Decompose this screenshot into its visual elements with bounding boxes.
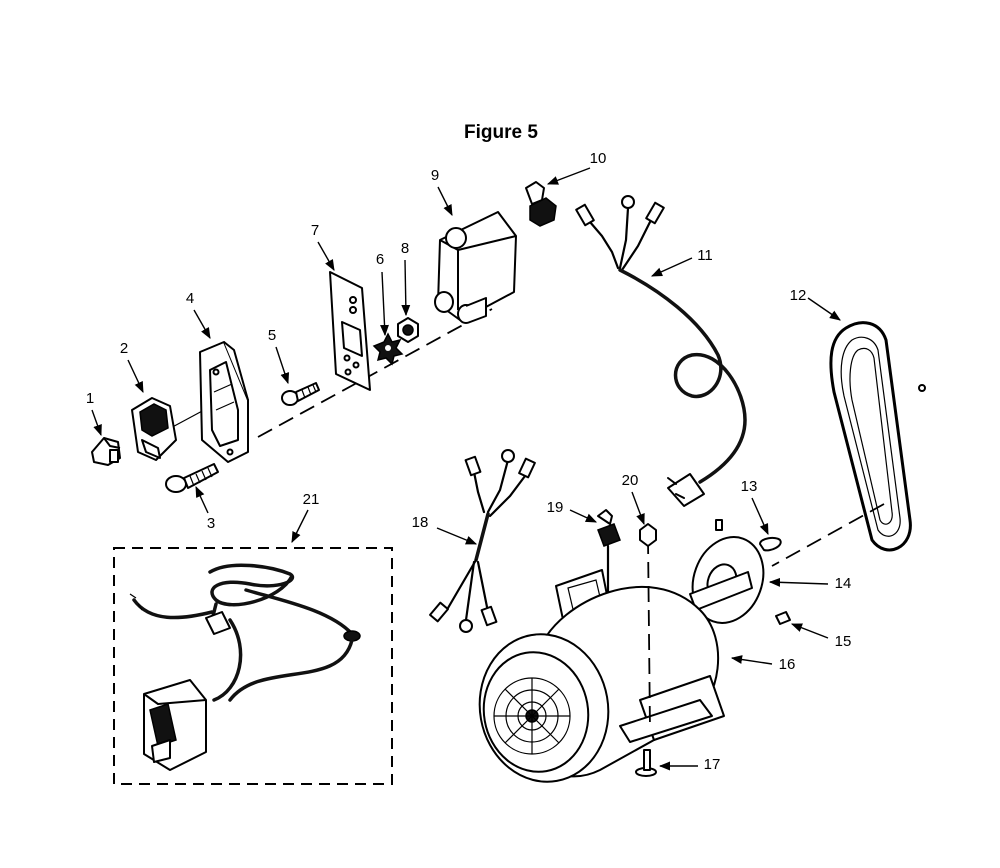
leader-14	[768, 577, 829, 587]
part-2-switch	[131, 397, 177, 461]
callout-21: 21	[303, 491, 320, 508]
leader-18	[436, 527, 478, 545]
part-20-nut	[639, 523, 657, 547]
part-18-motor-wiring	[429, 449, 536, 633]
callout-4: 4	[186, 290, 194, 307]
part-4-switch-box	[199, 341, 249, 463]
leader-10	[546, 167, 591, 185]
leader-11	[650, 257, 693, 277]
part-6-star-washer	[372, 332, 404, 366]
part-19-connector	[597, 509, 621, 594]
leader-3	[195, 485, 209, 514]
part-10-strain-relief	[525, 181, 557, 227]
callout-16: 16	[779, 656, 796, 673]
callout-7: 7	[311, 222, 319, 239]
leader-21	[291, 509, 309, 544]
part-8-nut	[397, 317, 419, 343]
callout-19: 19	[547, 499, 564, 516]
part-12-v-belt	[829, 321, 912, 552]
leader-15	[790, 623, 829, 639]
part-3-screw	[165, 463, 219, 493]
part-11-power-cord	[575, 195, 747, 507]
callout-13: 13	[741, 478, 758, 495]
callout-2: 2	[120, 340, 128, 357]
leader-4	[193, 309, 211, 339]
leader-7	[317, 241, 335, 271]
leader-20	[631, 491, 645, 526]
callout-10: 10	[590, 150, 607, 167]
callout-14: 14	[835, 575, 852, 592]
leader-1	[91, 409, 102, 437]
callout-1: 1	[86, 390, 94, 407]
leader-arrows	[91, 167, 841, 771]
leader-6	[380, 271, 389, 337]
leader-8	[401, 259, 411, 317]
callout-6: 6	[376, 251, 384, 268]
figure-title: Figure 5	[464, 122, 538, 143]
leader-5	[275, 346, 290, 385]
leader-2	[127, 359, 144, 394]
leader-16	[730, 655, 773, 665]
part-21-assembly-box	[113, 547, 393, 785]
callout-11: 11	[697, 247, 713, 264]
part-21-switch-cord-assembly	[129, 563, 361, 771]
callout-20: 20	[622, 472, 639, 489]
callout-12: 12	[790, 287, 807, 304]
assembly-axis-line	[257, 308, 493, 438]
callout-17: 17	[704, 756, 721, 773]
part-12-mark	[918, 384, 926, 392]
callout-5: 5	[268, 327, 276, 344]
part-17-bolt	[635, 749, 657, 777]
part-5-screw	[281, 382, 320, 406]
part-1-switch-key	[91, 437, 121, 466]
callout-9: 9	[431, 167, 439, 184]
callout-labels: 1 2 3 4 5 6 7 8 9 10 11 12 13 14 15 16 1…	[86, 150, 852, 773]
part-16-motor	[478, 569, 753, 783]
motor-axis-line	[647, 537, 651, 731]
part-7-mounting-plate	[329, 271, 371, 391]
belt-axis-line	[771, 503, 885, 567]
callout-15: 15	[835, 633, 852, 650]
part-9-switch-cover	[434, 211, 517, 324]
leader-9	[437, 186, 453, 217]
callout-8: 8	[401, 240, 409, 257]
leader-13	[751, 497, 769, 536]
part-13-key	[759, 536, 782, 552]
callout-3: 3	[207, 515, 215, 532]
part-15-set-screw	[775, 611, 791, 625]
leader-12	[807, 297, 841, 321]
leader-19	[569, 509, 598, 523]
callout-18: 18	[412, 514, 429, 531]
